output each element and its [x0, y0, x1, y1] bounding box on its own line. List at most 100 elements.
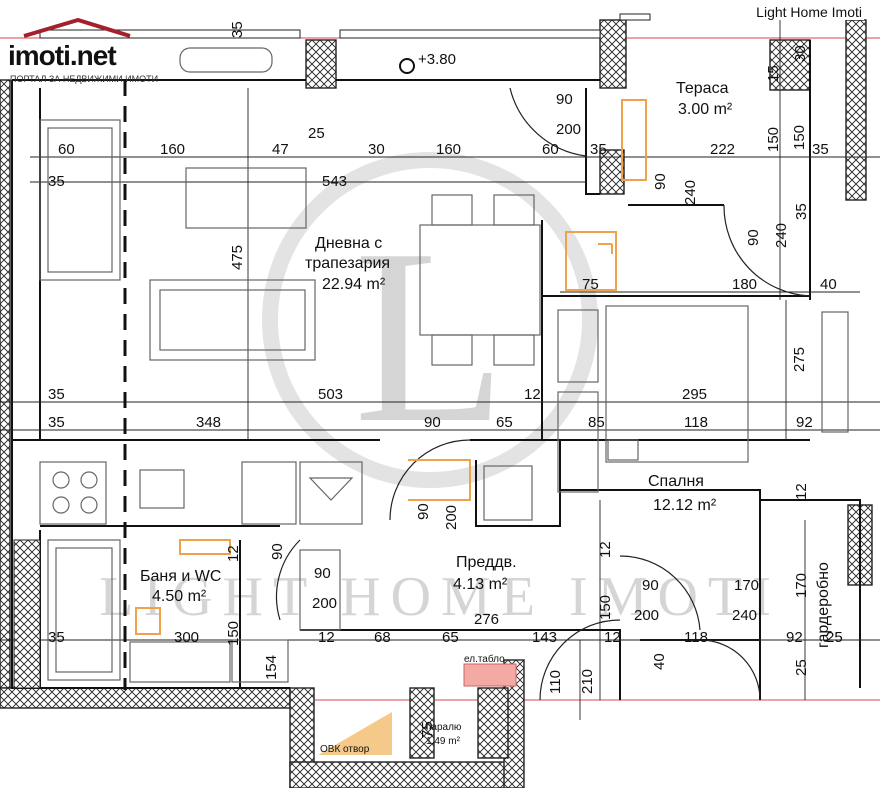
dim-label: 90: [652, 173, 669, 190]
dim-label: 150: [765, 127, 782, 152]
shaft-tag: паралю: [426, 722, 462, 733]
dim-label: 143: [532, 629, 557, 646]
bath-area: 4.50 m²: [152, 588, 207, 605]
dim-label: 348: [196, 414, 221, 431]
bath-name: Баня и WC: [140, 568, 221, 585]
dim-label: 240: [682, 180, 699, 205]
dim-label: 30: [792, 45, 809, 62]
wardrobe-name: гардеробно: [815, 562, 832, 648]
imoti-logo[interactable]: imoti.net ПОРТАЛ ЗА НЕДВИЖИМИ ИМОТИ: [8, 18, 198, 84]
dim-label: 154: [263, 655, 280, 680]
bedroom-name: Спалня: [648, 473, 704, 490]
dim-label: 35: [48, 386, 65, 403]
living-area: 22.94 m²: [322, 276, 386, 293]
dim-label: 90: [415, 503, 432, 520]
hall-area: 4.13 m²: [453, 576, 508, 593]
dim-label: 160: [160, 141, 185, 158]
dim-label: 200: [634, 607, 659, 624]
ovk-opening: [318, 712, 392, 755]
dimension-lines: [0, 20, 880, 720]
dim-label: 150: [597, 595, 614, 620]
level-marker: [399, 58, 415, 74]
dim-label: 160: [436, 141, 461, 158]
dim-label: 35: [793, 203, 810, 220]
furniture: [39, 47, 849, 683]
dim-label: 222: [710, 141, 735, 158]
orange-symbols: [135, 99, 647, 635]
dim-label: 275: [791, 347, 808, 372]
dim-label: 170: [793, 573, 810, 598]
shaft-area: 1.49 m²: [426, 736, 461, 747]
windows: [13, 13, 651, 689]
watermark-letter: L: [354, 198, 507, 475]
dim-label: 90: [556, 91, 573, 108]
dim-label: 35: [48, 629, 65, 646]
brand-tagline: ПОРТАЛ ЗА НЕДВИЖИМИ ИМОТИ: [10, 74, 159, 84]
dim-label: 92: [796, 414, 813, 431]
dim-label: 60: [542, 141, 559, 158]
dim-label: 90: [642, 577, 659, 594]
dim-label: 65: [496, 414, 513, 431]
dim-label: 90: [745, 229, 762, 246]
dim-label: 200: [312, 595, 337, 612]
door-swings: [275, 87, 811, 701]
dim-label: 200: [443, 505, 460, 530]
dim-label: 47: [272, 141, 289, 158]
room-labels: Тераса 3.00 m² Дневна с трапезария 22.94…: [140, 80, 832, 648]
dim-label: 12: [318, 629, 335, 646]
dim-label: 75: [419, 721, 436, 738]
small-tags: ОВК отвор ел.табло паралю 1.49 m²: [320, 653, 505, 755]
terrace-area: 3.00 m²: [678, 101, 733, 118]
watermark-text: LIGHT HOME IMOTI: [99, 566, 781, 628]
dim-label: 150: [225, 621, 242, 646]
dim-label: 35: [48, 173, 65, 190]
dim-label: 118: [684, 414, 708, 431]
living-name-2: трапезария: [305, 255, 390, 272]
dim-label: 35: [590, 141, 607, 158]
dim-label: 110: [547, 670, 564, 694]
dim-label: 300: [174, 629, 199, 646]
dim-label: 68: [374, 629, 391, 646]
dim-label: 15: [765, 65, 782, 82]
dim-label: 60: [58, 141, 75, 158]
dim-label: 92: [786, 629, 803, 646]
terrace-name: Тераса: [676, 80, 729, 97]
dim-label: 475: [229, 245, 246, 270]
dim-label: 40: [651, 653, 668, 670]
dim-label: 85: [588, 414, 605, 431]
dim-label: 25: [793, 659, 810, 676]
dim-label: 503: [318, 386, 343, 403]
dim-label: 170: [734, 577, 759, 594]
dim-label: 12: [524, 386, 541, 403]
level-label: +3.80: [418, 51, 456, 68]
dim-label: 210: [579, 669, 596, 694]
dim-label: 12: [597, 541, 614, 558]
dim-label: 543: [322, 173, 347, 190]
el-panel: [463, 663, 517, 687]
roof-icon: [23, 18, 131, 38]
dim-label: 35: [229, 21, 246, 38]
living-name-1: Дневна с: [315, 235, 382, 252]
el-tag: ел.табло: [464, 653, 505, 665]
dimension-texts: 90 200 15 30 60 160 47 25 30 160 60 35 2…: [48, 21, 843, 738]
source-label: Light Home Imoti: [754, 4, 864, 20]
dim-label: 118: [684, 629, 708, 646]
brand-name: imoti.net: [8, 40, 117, 71]
dim-label: 240: [773, 223, 790, 248]
dim-label: 90: [424, 414, 441, 431]
watermark: L LIGHT HOME IMOTI: [99, 152, 781, 628]
dim-label: 295: [682, 386, 707, 403]
dim-label: 150: [791, 125, 808, 150]
dim-label: 30: [368, 141, 385, 158]
dim-label: 75: [582, 276, 599, 293]
dim-label: 12: [225, 545, 242, 562]
bedroom-area: 12.12 m²: [653, 497, 717, 514]
ovk-tag: ОВК отвор: [320, 744, 370, 755]
dim-label: 12: [793, 483, 810, 500]
dim-label: 90: [314, 565, 331, 582]
dim-label: 12: [604, 629, 621, 646]
dim-label: 35: [812, 141, 829, 158]
hall-name: Преддв.: [456, 554, 517, 571]
dim-label: 200: [556, 121, 581, 138]
